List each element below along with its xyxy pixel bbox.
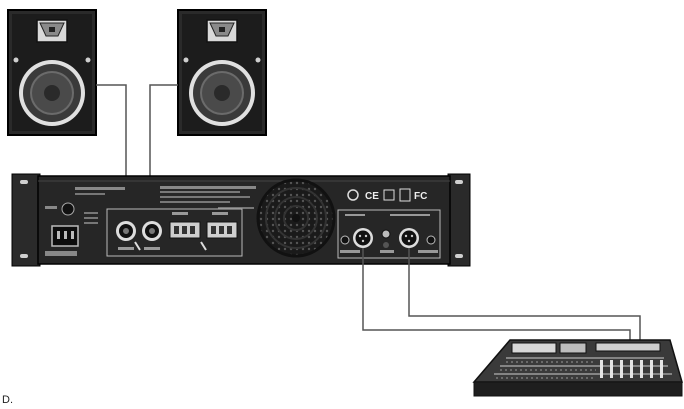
fcc-mark: FC [414,191,427,202]
ce-mark: CE [365,191,379,202]
speaker-right [177,9,267,136]
mixing-console [472,339,683,397]
caption-fragment: D. [2,394,13,406]
cable-input-1 [362,248,631,345]
binding-post-terminals [169,212,238,239]
input-cables [362,248,641,345]
amplifier-rear-panel: CE FC [11,173,471,267]
output-connector-1 [116,221,136,250]
woofer-left [19,60,85,126]
input-xlr-2 [399,228,419,248]
woofer-right [189,60,255,126]
output-connector-2 [142,221,162,250]
input-section [337,209,441,259]
input-xlr-1 [353,228,373,248]
tweeter-left [36,19,68,43]
speaker-left [7,9,97,136]
compliance-marks: CE FC [347,188,427,202]
output-section [106,208,243,257]
fuse-holder [45,202,75,216]
ac-power-inlet [51,225,79,247]
tweeter-right [206,19,238,43]
cooling-fan [256,178,336,258]
cable-input-2 [408,248,641,345]
